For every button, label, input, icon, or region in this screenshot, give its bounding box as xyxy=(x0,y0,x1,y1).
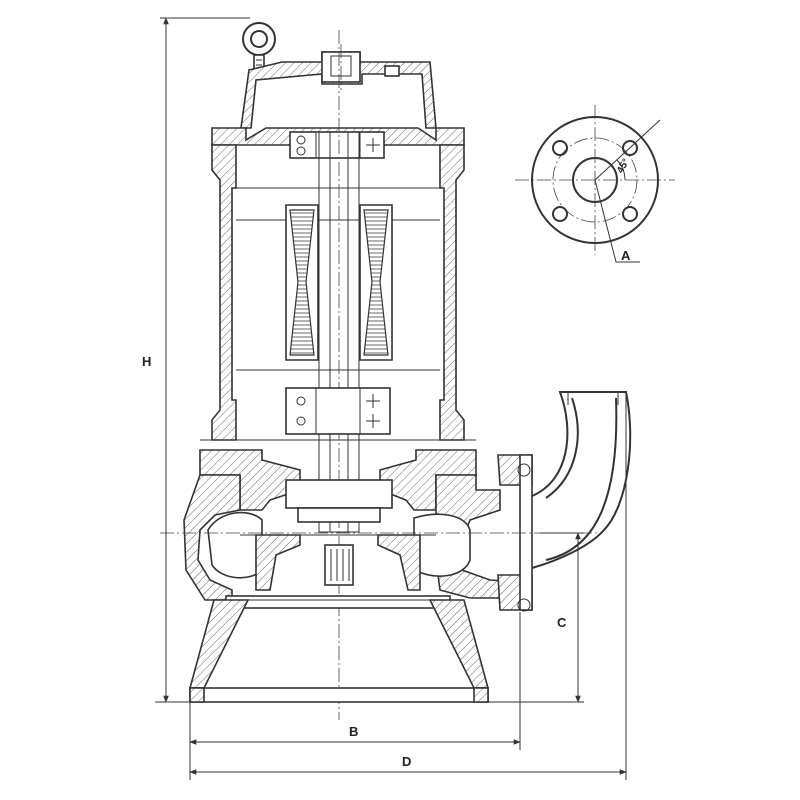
discharge-elbow xyxy=(497,391,632,612)
motor-shaft xyxy=(318,30,360,720)
top-cover xyxy=(240,44,437,129)
dimension-d xyxy=(189,392,627,780)
dimension-b-label: B xyxy=(349,724,358,739)
dimension-h-label: H xyxy=(142,354,151,369)
volute-casing xyxy=(183,474,519,601)
flange-detail xyxy=(515,105,675,263)
base-stand xyxy=(188,595,490,703)
dimension-c-label: C xyxy=(557,615,567,630)
upper-flange xyxy=(211,127,465,159)
impeller xyxy=(240,534,436,591)
dimension-c xyxy=(488,532,584,703)
dimension-b xyxy=(189,612,521,780)
lower-bearing xyxy=(285,387,391,435)
motor-stator xyxy=(285,204,393,361)
flange-detail-label: A xyxy=(621,248,631,263)
seal-chamber xyxy=(199,439,477,523)
dimension-h xyxy=(155,17,250,703)
dimension-d-label: D xyxy=(402,754,411,769)
